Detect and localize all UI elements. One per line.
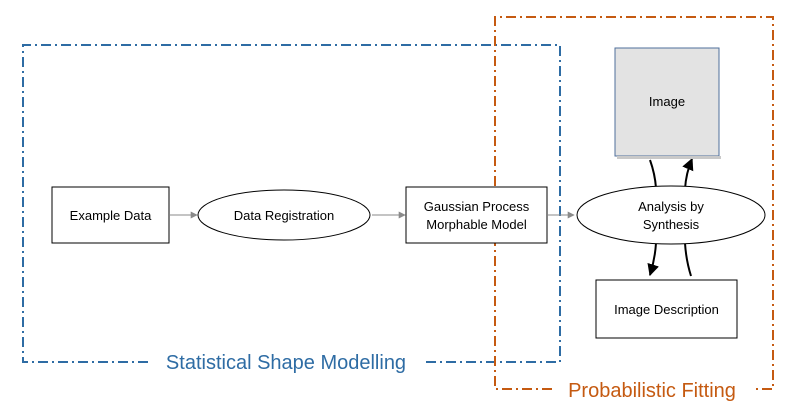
analysis-by-synthesis-line2: Synthesis	[643, 217, 700, 232]
probabilistic-fitting-frame	[494, 16, 774, 390]
image-box-shadow	[617, 156, 721, 159]
analysis-by-synthesis-line1: Analysis by	[638, 199, 704, 214]
arrow-image-to-analysis	[649, 159, 657, 189]
image-description-box	[595, 279, 738, 339]
image-box	[614, 47, 720, 157]
gaussian-process-model-line1: Gaussian Process	[424, 199, 530, 214]
data-registration-label: Data Registration	[234, 208, 334, 223]
data-registration-ellipse	[197, 189, 371, 241]
arrow-analysis-to-description	[647, 242, 659, 277]
gaussian-process-model-line2: Morphable Model	[426, 217, 527, 232]
example-data-box	[51, 186, 170, 244]
example-data-label: Example Data	[70, 208, 152, 223]
analysis-by-synthesis-ellipse	[576, 185, 766, 245]
statistical-shape-modelling-label: Statistical Shape Modelling	[166, 352, 406, 374]
arrow-analysis-to-image	[682, 157, 694, 190]
image-label: Image	[649, 94, 685, 109]
probabilistic-fitting-label: Probabilistic Fitting	[568, 380, 736, 402]
image-description-label: Image Description	[614, 302, 719, 317]
arrow-description-to-analysis	[684, 242, 692, 277]
gaussian-process-model-box	[405, 186, 548, 244]
statistical-shape-modelling-frame	[22, 44, 561, 363]
